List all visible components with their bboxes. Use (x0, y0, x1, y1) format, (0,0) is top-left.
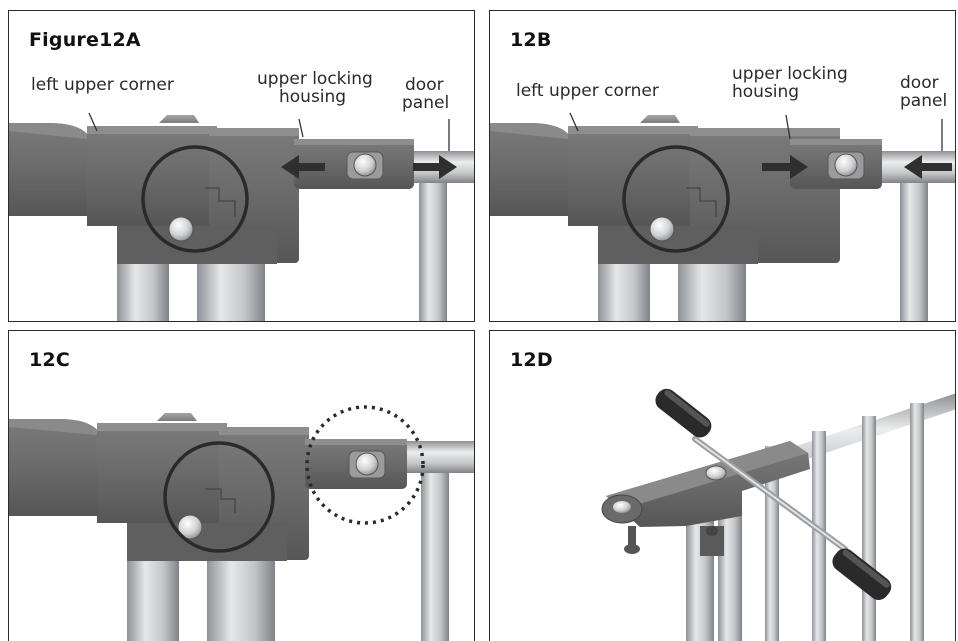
door-panel-bar (421, 473, 449, 641)
top-tab (640, 115, 680, 123)
arrow-right-icon (762, 155, 808, 179)
label-housing-line1: upper locking (257, 69, 373, 89)
label-housing-line2: housing (732, 82, 800, 102)
label-door-line1: door (405, 75, 444, 95)
top-tab (159, 115, 199, 123)
left-arm (490, 123, 570, 216)
gate-lock-illustration-12d (601, 388, 955, 641)
highlight-circle (163, 441, 275, 553)
arrow-left-icon (281, 155, 325, 179)
dotted-highlight-circle (305, 405, 425, 525)
left-upper-corner (97, 423, 227, 523)
left-upper-corner (568, 126, 698, 226)
label-door-line2: panel (402, 93, 450, 113)
panel-12a: Figure12A left upper corner upper lockin… (8, 10, 475, 322)
gate-lock-illustration-12c (9, 405, 474, 641)
left-arm (9, 419, 99, 516)
housing-leader-line (785, 114, 791, 140)
panel-12d: 12D (489, 330, 956, 641)
lock-button (355, 452, 379, 476)
highlight-circle (141, 145, 249, 253)
gate-bar (910, 403, 924, 641)
label-door-line2: panel (900, 91, 948, 111)
door-panel-bar (900, 183, 928, 321)
gate-lock-illustration-12b (490, 112, 955, 321)
panel-title: 12B (510, 29, 552, 51)
release-knob (177, 514, 203, 540)
lock-button (353, 153, 377, 177)
gate-bar (812, 431, 826, 641)
release-knob (649, 216, 675, 242)
gate-lock-illustration-12a (9, 112, 474, 321)
left-upper-corner (87, 126, 217, 226)
arrow-right-icon (413, 155, 457, 179)
handle-grip-icon (832, 548, 892, 600)
door-panel-rail (401, 441, 474, 473)
center-tube (678, 261, 746, 321)
label-left-upper-corner: left upper corner (516, 81, 659, 101)
lock-button (705, 465, 727, 481)
housing-leader-line (298, 118, 304, 138)
left-tube (598, 261, 650, 321)
label-left-upper-corner: left upper corner (31, 75, 174, 95)
panel-title: 12C (29, 349, 70, 371)
highlight-circle (622, 145, 730, 253)
arrow-left-icon (904, 155, 952, 179)
left-arm (9, 123, 89, 216)
top-tab (157, 413, 197, 421)
label-housing-line2: housing (279, 87, 347, 107)
release-knob (168, 216, 194, 242)
door-panel-bar (419, 183, 447, 321)
panel-12b: 12B left upper corner upper locking hous… (489, 10, 956, 322)
gate-bar (862, 416, 876, 641)
center-tube (197, 261, 265, 321)
center-tube (207, 557, 275, 641)
handle-grip-icon (655, 388, 712, 438)
label-door-line1: door (900, 73, 939, 93)
corner-leader-line (569, 112, 579, 132)
left-tube (117, 261, 169, 321)
panel-title: Figure12A (29, 29, 141, 51)
panel-title: 12D (510, 349, 553, 371)
corner-leader-line (88, 112, 98, 132)
left-tube (127, 557, 179, 641)
label-housing-line1: upper locking (732, 64, 848, 84)
lock-button (834, 153, 858, 177)
panel-12c: 12C (8, 330, 475, 641)
